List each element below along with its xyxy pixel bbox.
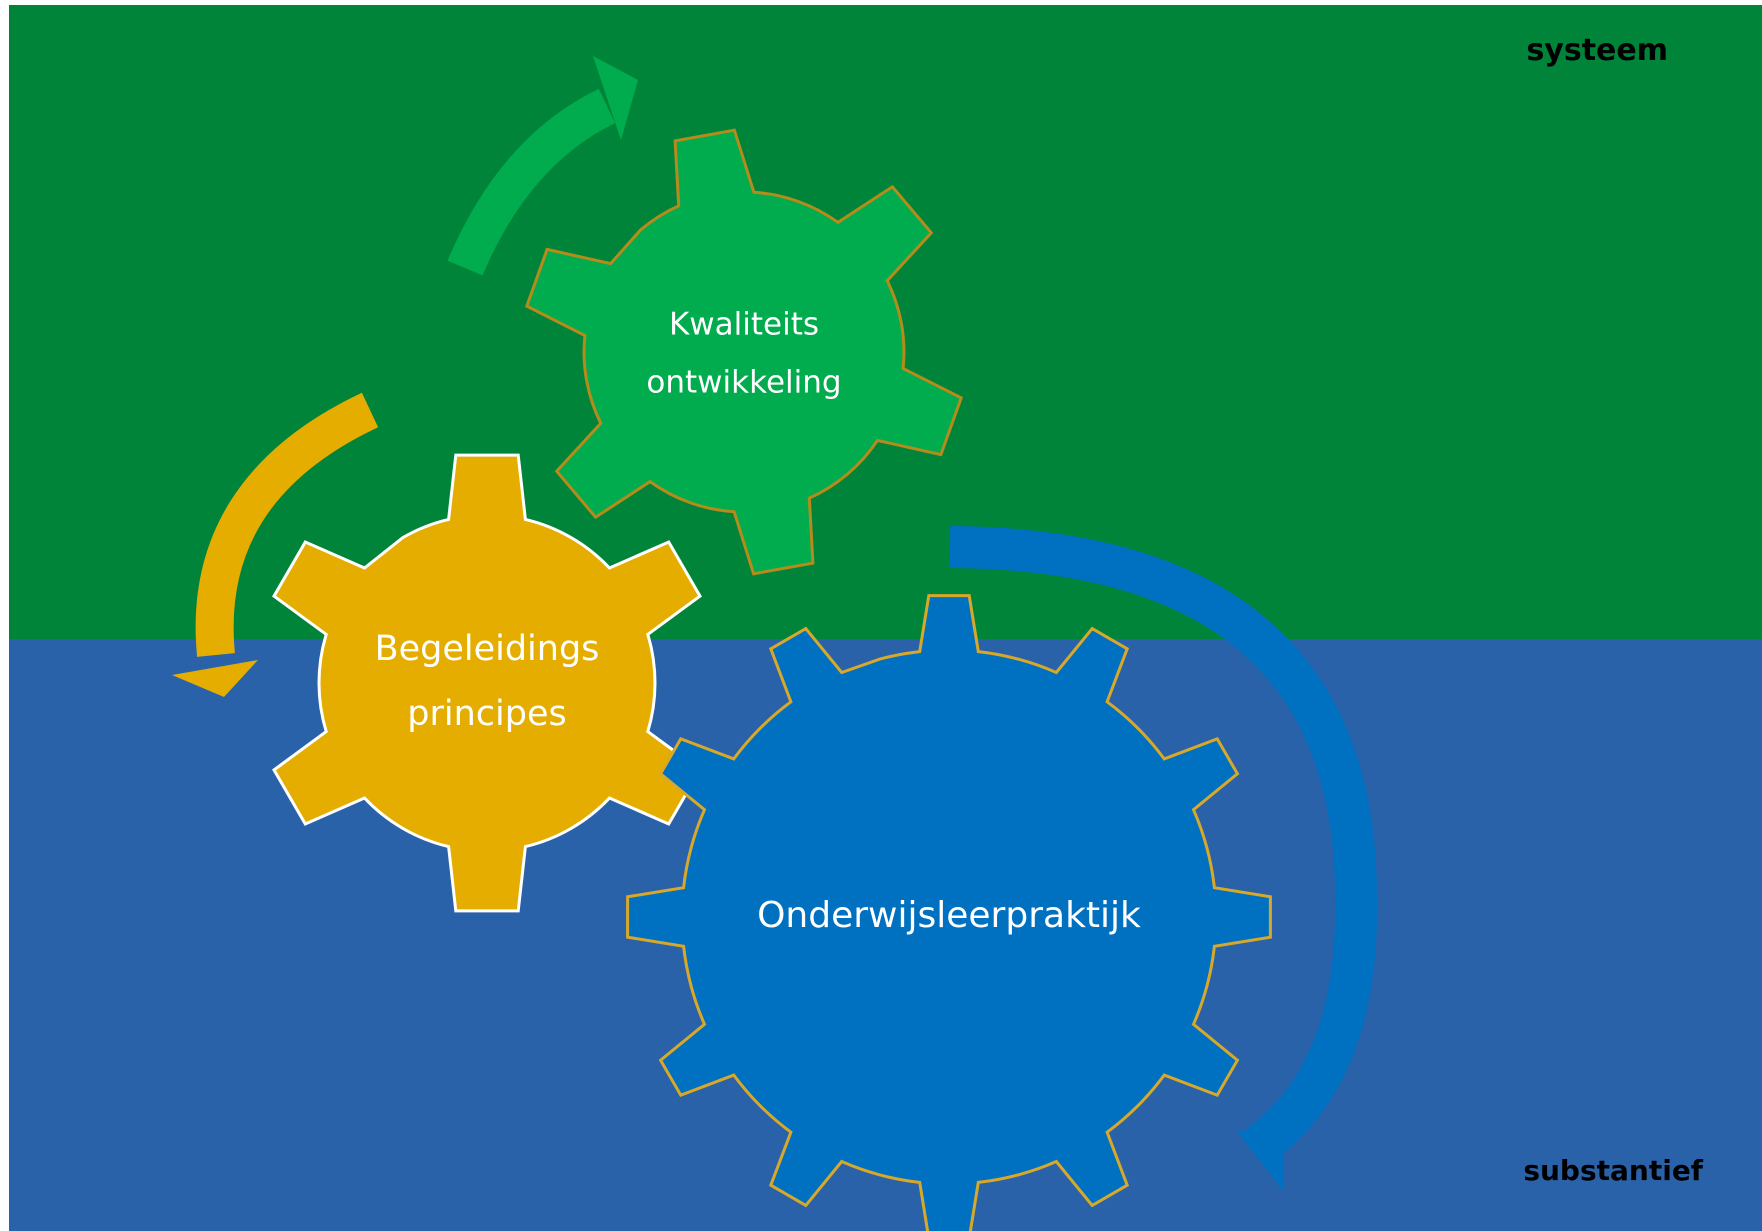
gear-practice-label: Onderwijsleerpraktijk — [757, 895, 1141, 936]
gear-practice-body — [626, 594, 1272, 1231]
green-arrow-head — [593, 56, 638, 140]
zone-substantief-label: substantief — [1523, 1154, 1703, 1187]
zone-systeem-label: systeem — [1526, 33, 1668, 68]
gear-guidance-label-line-1: Begeleidings — [375, 629, 600, 669]
orange-arrow-head — [172, 660, 258, 697]
gear-quality-body — [524, 128, 964, 576]
blue-arrow-head — [1236, 1130, 1284, 1191]
gear-kwaliteits-ontwikkeling: Kwaliteits ontwikkeling — [524, 128, 964, 576]
gear-onderwijsleerpraktijk: Onderwijsleerpraktijk — [626, 594, 1272, 1231]
blue-curved-arrow — [949, 526, 1378, 1191]
gear-guidance-body — [272, 453, 702, 913]
blue-arrow-shaft — [949, 526, 1378, 1165]
green-arrow-shaft — [447, 88, 616, 276]
gear-quality-label-line-2: ontwikkeling — [646, 365, 841, 401]
orange-curved-arrow — [172, 392, 379, 697]
gear-begeleidings-principes: Begeleidings principes — [272, 453, 702, 913]
orange-arrow-shaft — [195, 392, 379, 657]
gear-guidance-label-line-2: principes — [407, 694, 566, 734]
green-curved-arrow — [447, 56, 638, 276]
gear-quality-label-line-1: Kwaliteits — [669, 307, 819, 343]
